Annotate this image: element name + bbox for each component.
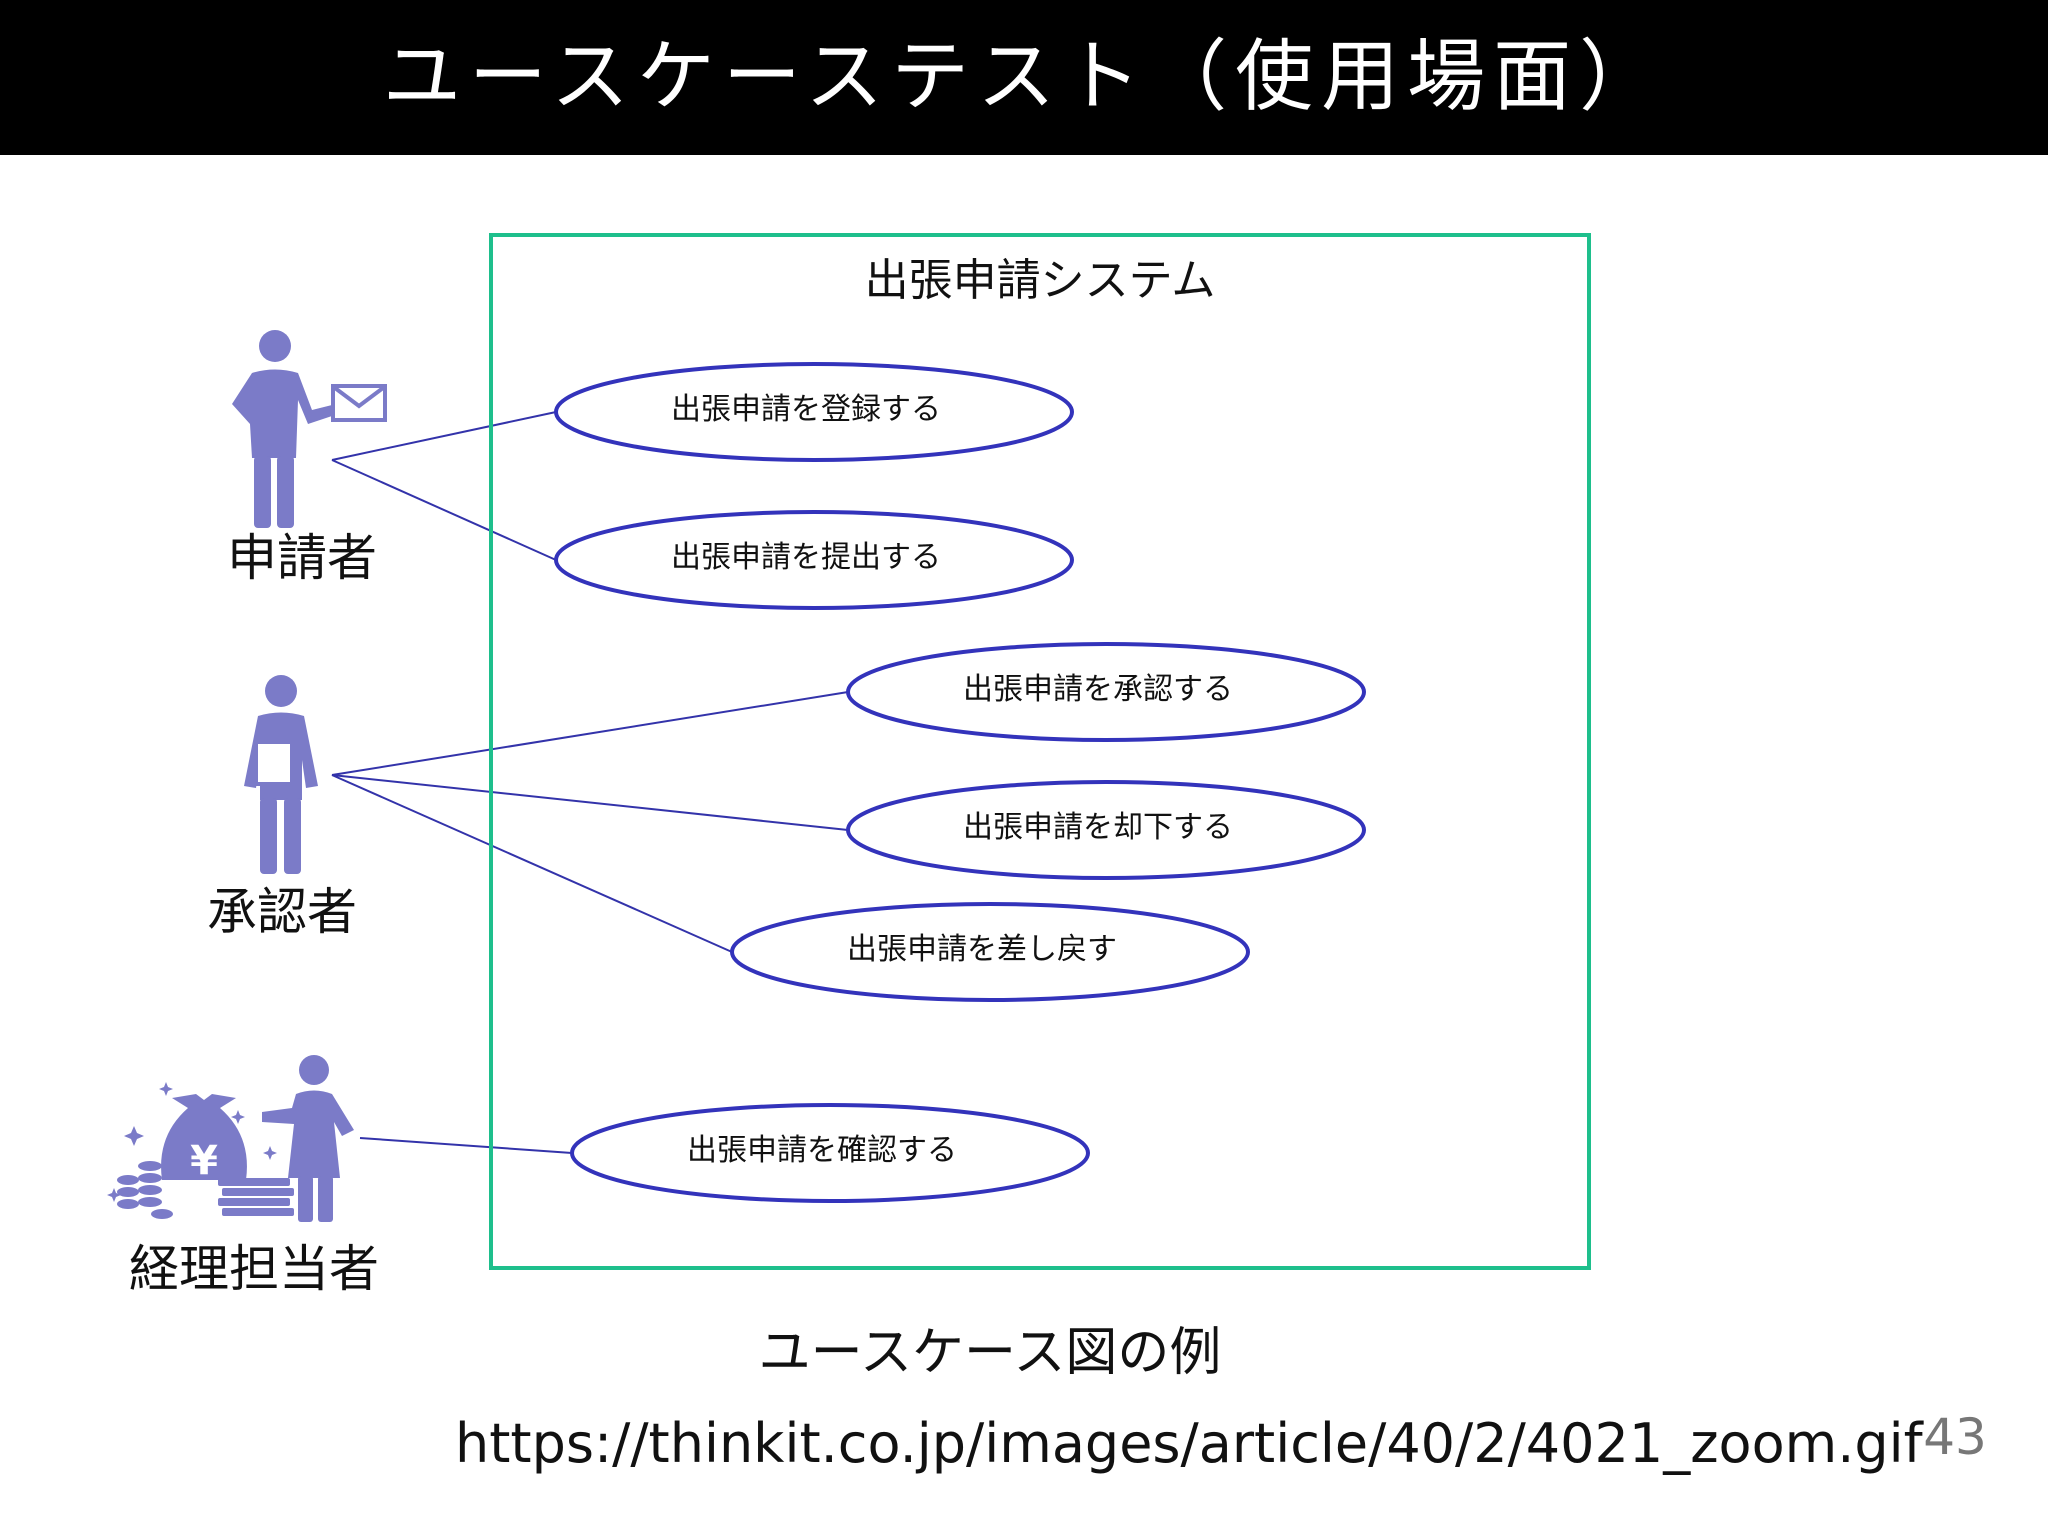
businessman-with-envelope-icon	[232, 330, 387, 528]
connector-accountant-confirm	[359, 1137, 573, 1154]
actor-label: 承認者	[207, 883, 357, 941]
use-case-submit[interactable]: 出張申請を提出する	[554, 510, 1074, 610]
use-case-confirm[interactable]: 出張申請を確認する	[570, 1103, 1090, 1203]
actor-applicant: 申請者	[227, 330, 387, 587]
use-case-ellipse	[570, 1103, 1090, 1203]
use-case-label: 出張申請を確認する	[687, 1133, 957, 1168]
use-case-ellipse	[554, 510, 1074, 610]
actor-label: 申請者	[227, 529, 377, 587]
use-case-return[interactable]: 出張申請を差し戻す	[730, 902, 1250, 1002]
use-case-label: 出張申請を承認する	[963, 672, 1233, 707]
system-name: 出張申請システム	[865, 255, 1216, 306]
slide-header: ユースケーステスト（使用場面）	[0, 0, 2048, 155]
use-case-label: 出張申請を却下する	[963, 810, 1233, 845]
use-case-label: 出張申請を差し戻す	[847, 932, 1117, 967]
actor-label: 経理担当者	[129, 1240, 379, 1298]
use-case-ellipse	[846, 780, 1366, 880]
slide-title: ユースケーステスト（使用場面）	[382, 32, 1666, 122]
use-case-ellipse	[730, 902, 1250, 1002]
use-case-ellipse	[554, 362, 1074, 462]
system-boundary	[489, 233, 1591, 1270]
use-case-ellipse	[846, 642, 1366, 742]
use-case-register[interactable]: 出張申請を登録する	[554, 362, 1074, 462]
diagram-caption: ユースケース図の例	[758, 1323, 1222, 1383]
connector-approver-return	[331, 774, 733, 953]
use-case-reject[interactable]: 出張申請を却下する	[846, 780, 1366, 880]
connector-approver-approve	[331, 691, 849, 776]
source-url: https://thinkit.co.jp/images/article/40/…	[455, 1412, 1923, 1475]
svg-text:¥: ¥	[190, 1138, 218, 1184]
use-case-label: 出張申請を登録する	[671, 392, 941, 427]
connector-approver-reject	[331, 774, 849, 831]
connectors	[331, 411, 849, 1154]
connector-applicant-submit	[331, 459, 557, 561]
person-with-money-bag-icon: ¥	[107, 1055, 354, 1222]
connector-applicant-register	[331, 411, 557, 461]
actor-approver: 承認者	[207, 675, 357, 941]
businessman-with-document-icon	[244, 675, 318, 874]
use-case-label: 出張申請を提出する	[671, 540, 941, 575]
page-number: 43	[1923, 1408, 1987, 1466]
actor-accountant: ¥ 経理担当者	[107, 1055, 379, 1298]
use-case-approve[interactable]: 出張申請を承認する	[846, 642, 1366, 742]
